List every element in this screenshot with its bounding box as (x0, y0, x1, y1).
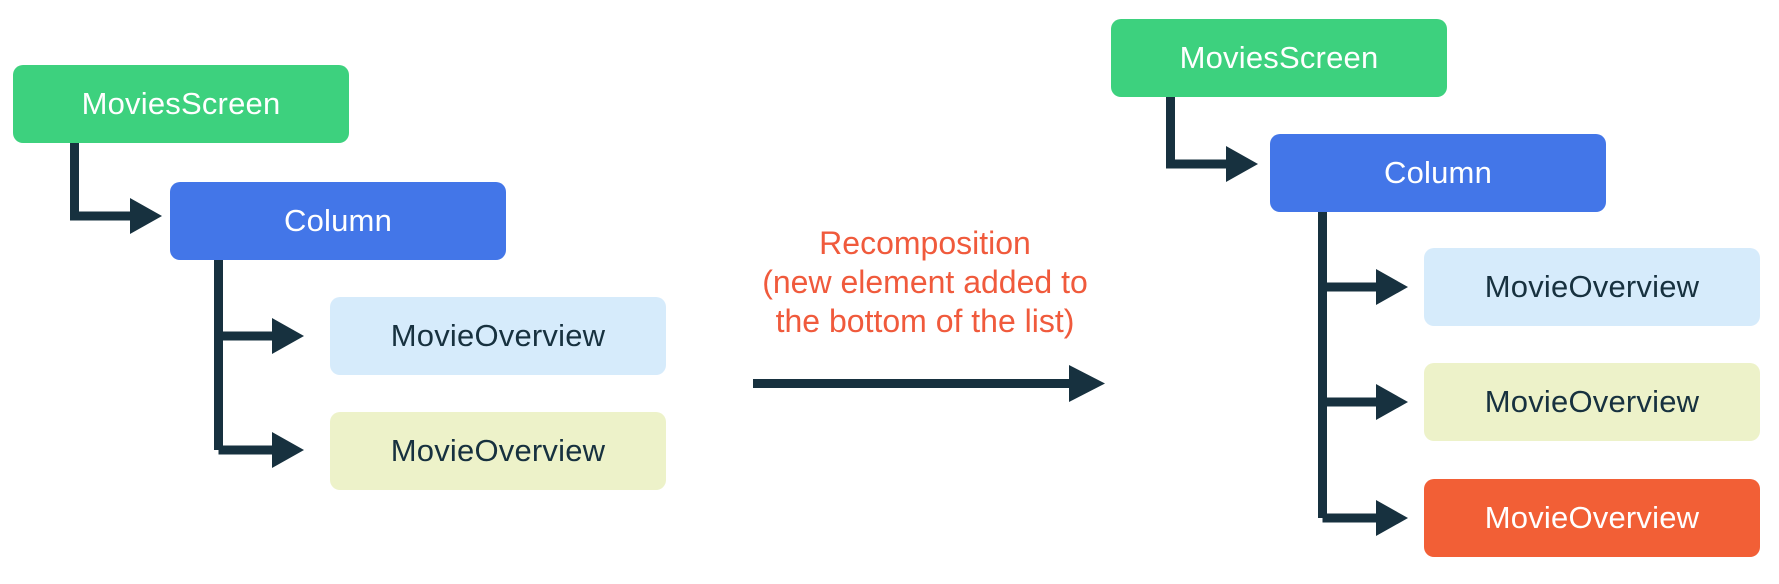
arrow-head-icon (1226, 146, 1258, 182)
caption-line-2: (new element added to (762, 264, 1088, 300)
branch-connector-after-children (1318, 212, 1408, 536)
tree-node-movie-overview-3-after-new: MovieOverview (1424, 479, 1760, 557)
tree-node-movie-overview-2-before: MovieOverview (330, 412, 666, 490)
tree-node-movie-overview-1-before: MovieOverview (330, 297, 666, 375)
elbow-connector-after-root (1166, 97, 1258, 182)
arrow-head-icon (1376, 500, 1408, 536)
tree-node-column-after: Column (1270, 134, 1606, 212)
arrow-head-icon (272, 318, 304, 354)
tree-node-column-before: Column (170, 182, 506, 260)
caption-line-3: the bottom of the list) (775, 303, 1075, 339)
arrow-head-icon (272, 432, 304, 468)
recomposition-arrow (753, 365, 1105, 402)
caption-line-1: Recomposition (819, 225, 1031, 261)
arrow-head-icon (1069, 365, 1105, 402)
arrow-head-icon (130, 198, 162, 234)
arrow-head-icon (1376, 384, 1408, 420)
recomposition-caption: Recomposition (new element added to the … (660, 224, 1190, 341)
elbow-connector-before-root (70, 143, 162, 234)
branch-connector-before-children (214, 260, 304, 468)
tree-node-movies-screen-before: MoviesScreen (13, 65, 349, 143)
tree-node-movie-overview-2-after: MovieOverview (1424, 363, 1760, 441)
arrow-head-icon (1376, 269, 1408, 305)
tree-node-movie-overview-1-after: MovieOverview (1424, 248, 1760, 326)
tree-node-movies-screen-after: MoviesScreen (1111, 19, 1447, 97)
